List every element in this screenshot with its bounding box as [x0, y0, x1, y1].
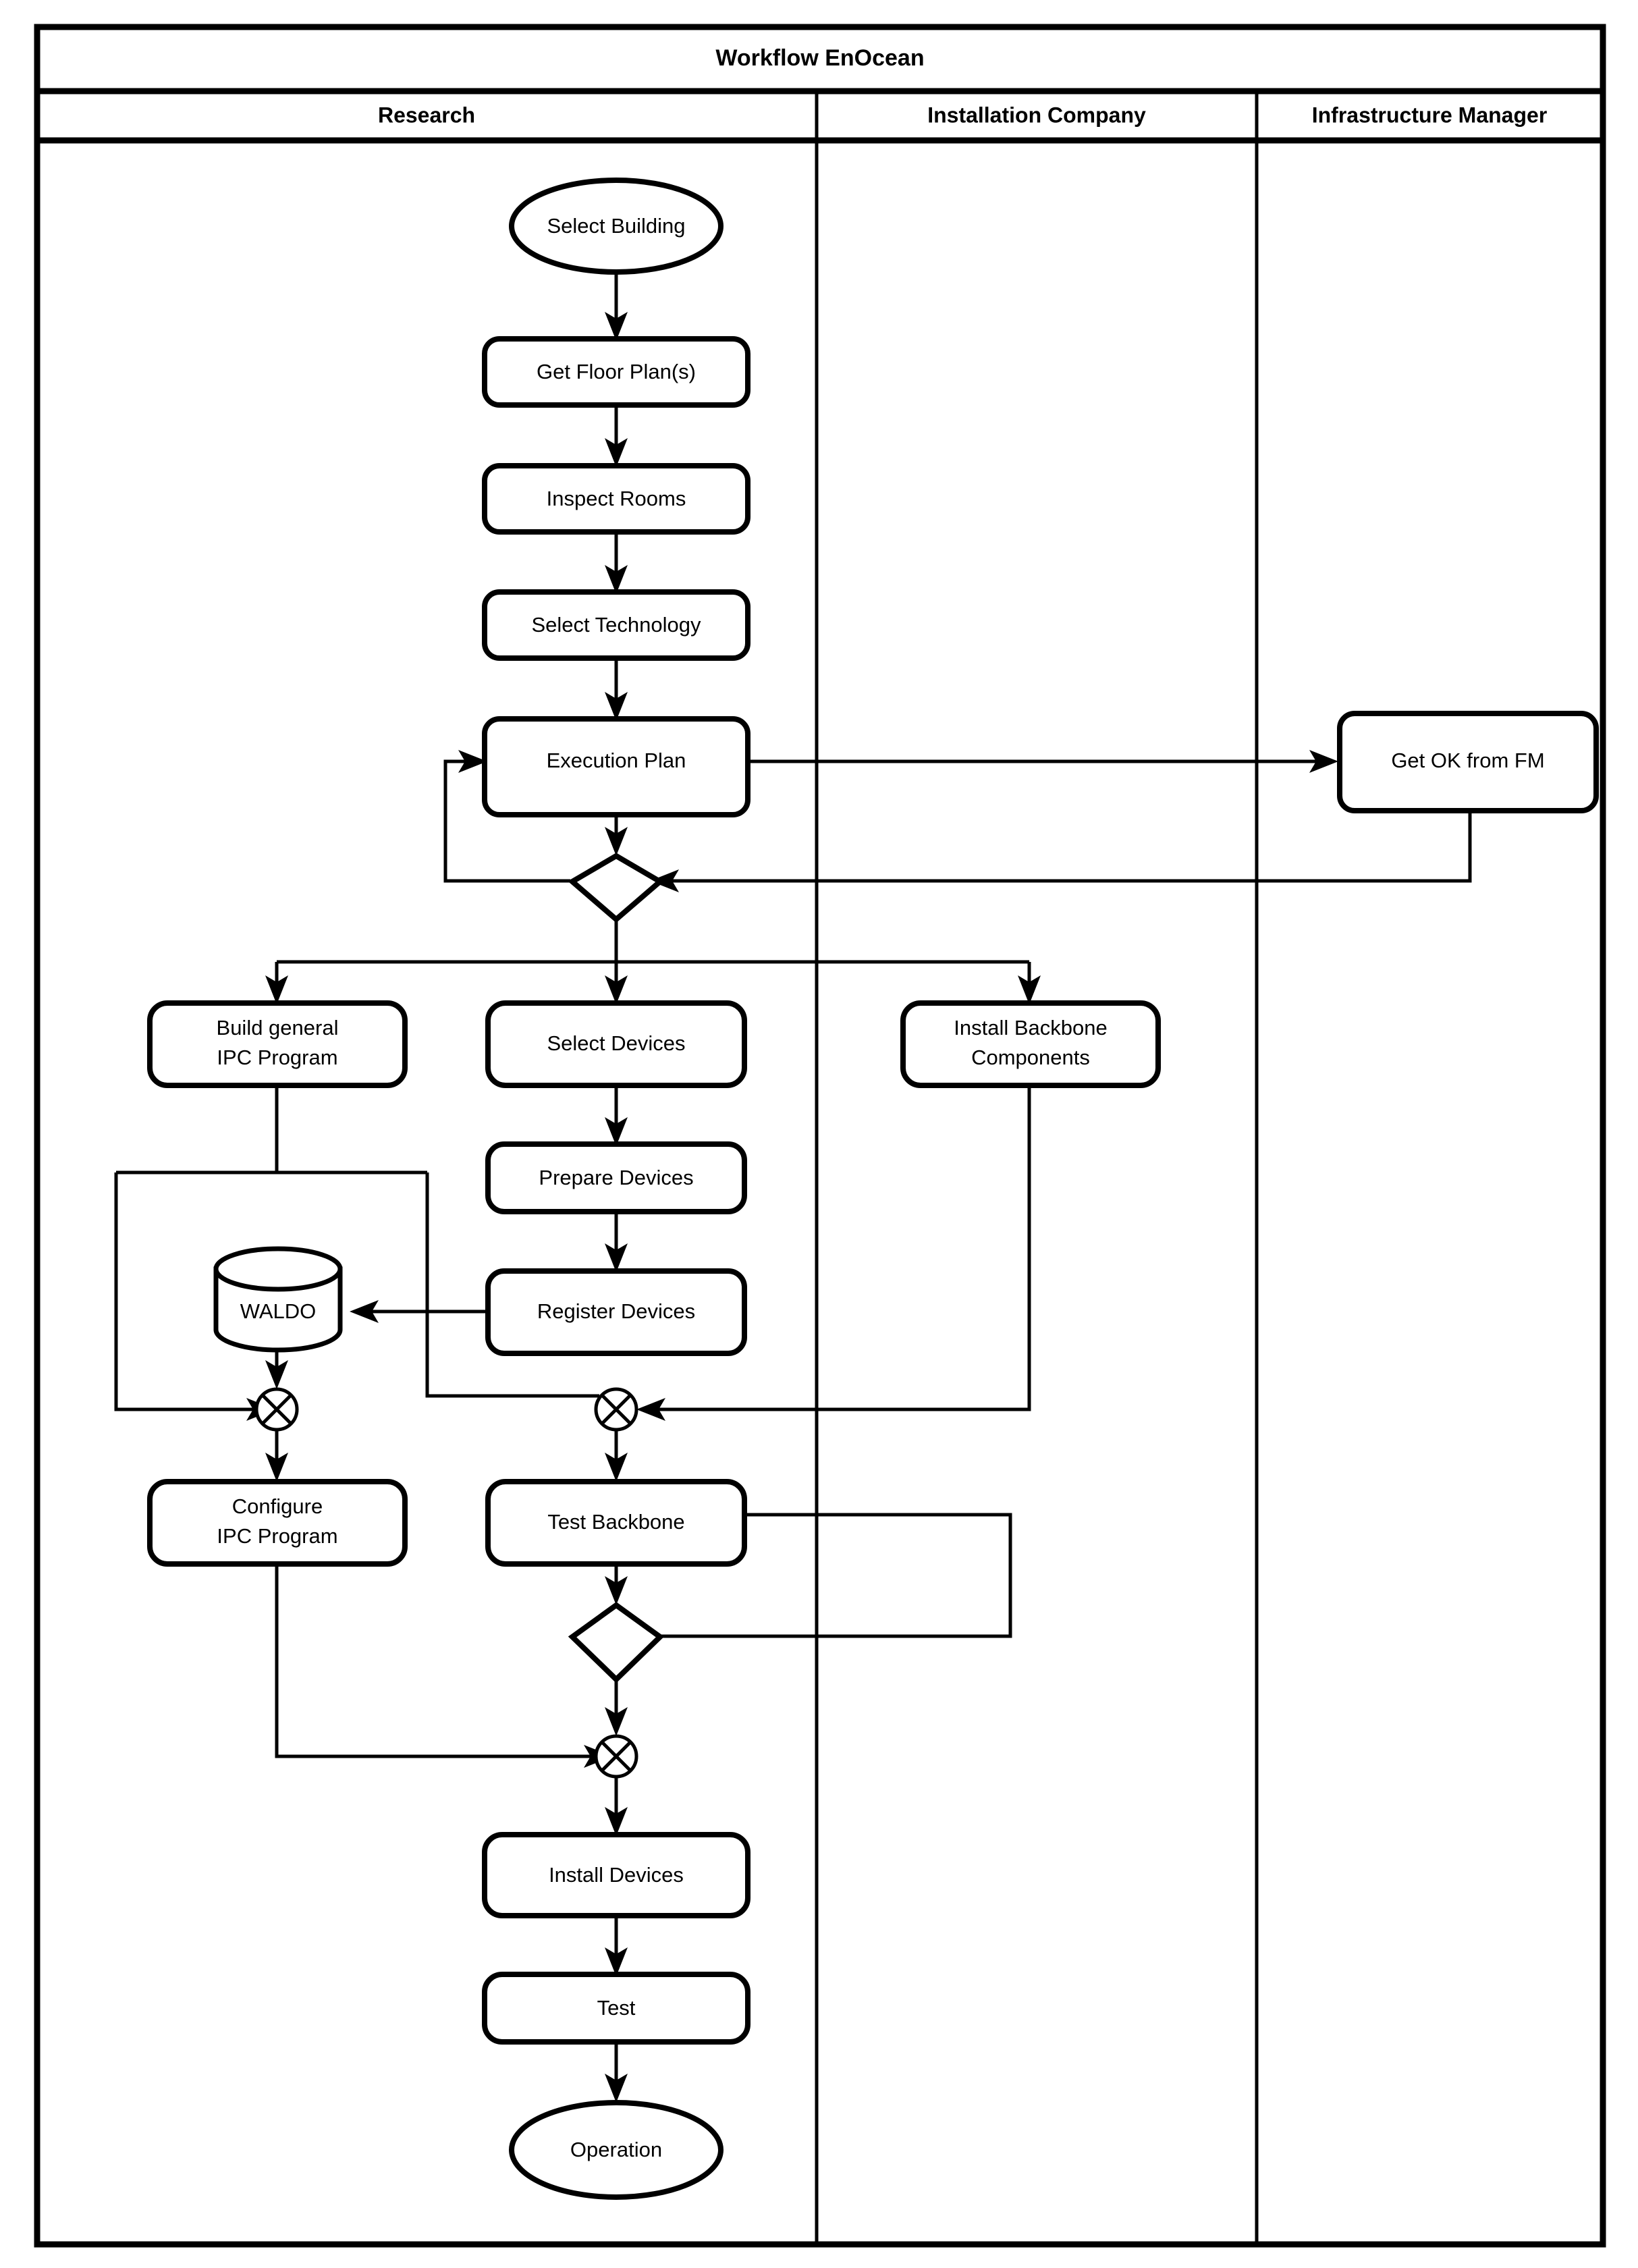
- node-label-install-backbone-components-line2: Components: [971, 1046, 1090, 1069]
- node-label-install-devices: Install Devices: [549, 1863, 684, 1887]
- node-waldo-database[interactable]: WALDO: [213, 1246, 343, 1353]
- arrowhead-merge-backbone-from-install: [636, 1398, 665, 1421]
- edge-decision-approval-loopback-execution-plan: [443, 759, 570, 883]
- arrowhead-configure-ipc-program: [265, 1453, 288, 1482]
- arrowhead-inspect-rooms: [605, 438, 628, 467]
- node-label-get-ok-from-fm: Get OK from FM: [1391, 749, 1544, 772]
- arrowhead-prepare-devices: [605, 1117, 628, 1146]
- node-label-build-general-ipc-program-line2: IPC Program: [217, 1046, 337, 1069]
- node-operation[interactable]: Operation: [509, 2100, 724, 2200]
- node-label-test: Test: [597, 1996, 636, 2020]
- node-label-register-devices: Register Devices: [537, 1299, 695, 1323]
- node-decision-backbone-ok[interactable]: [568, 1602, 665, 1683]
- node-configure-ipc-program[interactable]: Configure IPC Program: [147, 1479, 408, 1567]
- node-label-configure-ipc-program-line1: Configure: [232, 1494, 323, 1518]
- node-label-inspect-rooms: Inspect Rooms: [547, 487, 686, 510]
- arrowhead-waldo: [350, 1300, 379, 1323]
- arrowhead-merge-ipc-from-waldo: [265, 1360, 288, 1389]
- node-inspect-rooms[interactable]: Inspect Rooms: [482, 463, 750, 535]
- arrowhead-select-devices: [605, 975, 628, 1004]
- node-label-operation: Operation: [570, 2138, 662, 2161]
- node-label-prepare-devices: Prepare Devices: [539, 1166, 693, 1189]
- edge-configure-ipc-program-to-merge-final: [275, 1564, 597, 1758]
- node-select-devices[interactable]: Select Devices: [485, 1000, 747, 1088]
- node-execution-plan[interactable]: Execution Plan: [482, 716, 750, 817]
- arrowhead-execution-plan: [605, 692, 628, 721]
- arrowhead-operation: [605, 2074, 628, 2103]
- node-label-waldo: WALDO: [240, 1299, 317, 1323]
- arrowhead-get-floor-plans: [605, 312, 628, 341]
- node-merge-final[interactable]: [594, 1734, 638, 1779]
- node-merge-backbone[interactable]: [594, 1387, 638, 1432]
- node-label-select-technology: Select Technology: [531, 613, 701, 637]
- edge-get-ok-from-fm-to-decision-approval: [667, 811, 1472, 883]
- node-label-install-backbone-components-line1: Install Backbone: [954, 1016, 1107, 1040]
- node-select-technology[interactable]: Select Technology: [482, 589, 750, 661]
- node-label-select-building: Select Building: [547, 214, 685, 238]
- arrowhead-execution-plan-loopback: [458, 750, 487, 773]
- node-label-configure-ipc-program-line2: IPC Program: [217, 1524, 337, 1548]
- node-build-general-ipc-program[interactable]: Build general IPC Program: [147, 1000, 408, 1088]
- arrowhead-decision-approval-from-fm: [650, 869, 679, 892]
- lane-label-installation-company: Installation Company: [927, 103, 1146, 127]
- arrowhead-build-general-ipc-program: [265, 975, 288, 1004]
- node-label-get-floor-plans: Get Floor Plan(s): [537, 360, 696, 383]
- lane-label-research: Research: [378, 103, 475, 127]
- node-prepare-devices[interactable]: Prepare Devices: [485, 1141, 747, 1214]
- node-label-test-backbone: Test Backbone: [547, 1510, 684, 1534]
- node-test-backbone[interactable]: Test Backbone: [485, 1479, 747, 1567]
- node-merge-ipc[interactable]: [254, 1387, 299, 1432]
- diagram-title: Workflow EnOcean: [715, 45, 924, 71]
- node-select-building[interactable]: Select Building: [509, 178, 724, 275]
- node-install-devices[interactable]: Install Devices: [482, 1832, 750, 1918]
- arrowhead-test-backbone: [605, 1453, 628, 1482]
- node-register-devices[interactable]: Register Devices: [485, 1268, 747, 1356]
- arrowhead-decision-backbone-ok: [605, 1576, 628, 1605]
- lane-label-infrastructure-manager: Infrastructure Manager: [1312, 103, 1548, 127]
- arrowhead-test: [605, 1947, 628, 1976]
- node-get-ok-from-fm[interactable]: Get OK from FM: [1337, 711, 1599, 813]
- edge-build-general-ipc-to-merge-backbone: [425, 1172, 599, 1398]
- edge-build-general-ipc-to-merge-ipc: [114, 1172, 260, 1411]
- edge-install-backbone-to-merge-backbone: [653, 1085, 1031, 1411]
- arrowhead-install-backbone-components: [1018, 975, 1041, 1004]
- arrowhead-merge-final: [605, 1707, 628, 1736]
- arrowhead-select-technology: [605, 565, 628, 594]
- swimlane-frame: [34, 24, 1606, 2248]
- arrowhead-get-ok-from-fm: [1309, 750, 1338, 773]
- arrowhead-register-devices: [605, 1243, 628, 1272]
- node-get-floor-plans[interactable]: Get Floor Plan(s): [482, 336, 750, 408]
- node-install-backbone-components[interactable]: Install Backbone Components: [900, 1000, 1161, 1088]
- node-test[interactable]: Test: [482, 1972, 750, 2045]
- node-label-build-general-ipc-program-line1: Build general: [217, 1016, 339, 1040]
- arrowhead-decision-approval: [605, 827, 628, 856]
- edge-decision-backbone-ok-loopback-test-backbone: [661, 1513, 1012, 1638]
- node-label-select-devices: Select Devices: [547, 1031, 685, 1055]
- arrowhead-install-devices: [605, 1807, 628, 1836]
- node-label-execution-plan: Execution Plan: [547, 749, 686, 772]
- node-decision-approval[interactable]: [568, 853, 665, 923]
